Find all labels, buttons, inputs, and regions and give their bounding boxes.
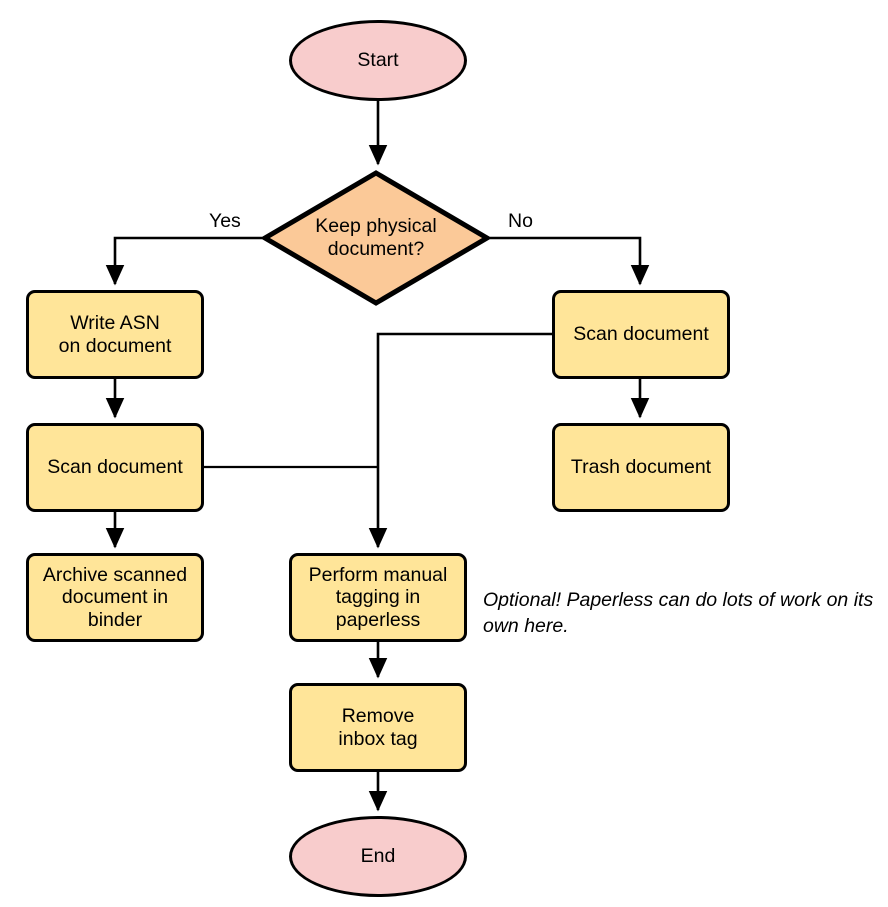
node-perform-manual-tagging[interactable]: Perform manual tagging in paperless [289, 553, 467, 642]
edge-no-to-scan-right [490, 236, 650, 286]
edge-label-yes: Yes [209, 210, 241, 233]
optional-note-text: Optional! Paperless can do lots of work … [483, 589, 874, 637]
node-decision-label: Keep physical document? [315, 215, 437, 260]
node-scan-document-left-label: Scan document [47, 456, 183, 479]
node-write-asn-on-document[interactable]: Write ASN on document [26, 290, 204, 379]
edge-label-no-text: No [508, 210, 533, 232]
node-archive-scanned-document[interactable]: Archive scanned document in binder [26, 553, 204, 642]
node-end-label: End [360, 845, 396, 868]
edge-label-yes-text: Yes [209, 210, 241, 232]
node-scan-document-left[interactable]: Scan document [26, 423, 204, 512]
diamond-shape [262, 170, 490, 306]
node-trash-document-label: Trash document [570, 456, 712, 479]
edge-yes-to-write-asn [105, 236, 262, 286]
node-start[interactable]: Start [289, 20, 467, 101]
edge-label-no: No [508, 210, 533, 233]
node-end[interactable]: End [289, 816, 467, 897]
edge-scan-right-to-tagging [368, 332, 552, 549]
node-start-label: Start [357, 49, 399, 72]
node-remove-inbox-tag[interactable]: Remove inbox tag [289, 683, 467, 772]
node-keep-physical-document-decision[interactable]: Keep physical document? [262, 170, 490, 306]
node-remove-inbox-tag-label: Remove inbox tag [338, 704, 418, 750]
optional-note: Optional! Paperless can do lots of work … [483, 588, 883, 639]
node-scan-document-right-label: Scan document [573, 323, 709, 346]
node-trash-document[interactable]: Trash document [552, 423, 730, 512]
node-tagging-label: Perform manual tagging in paperless [308, 563, 448, 631]
node-scan-document-right[interactable]: Scan document [552, 290, 730, 379]
node-archive-label: Archive scanned document in binder [42, 563, 188, 631]
node-write-asn-label: Write ASN on document [58, 311, 172, 357]
